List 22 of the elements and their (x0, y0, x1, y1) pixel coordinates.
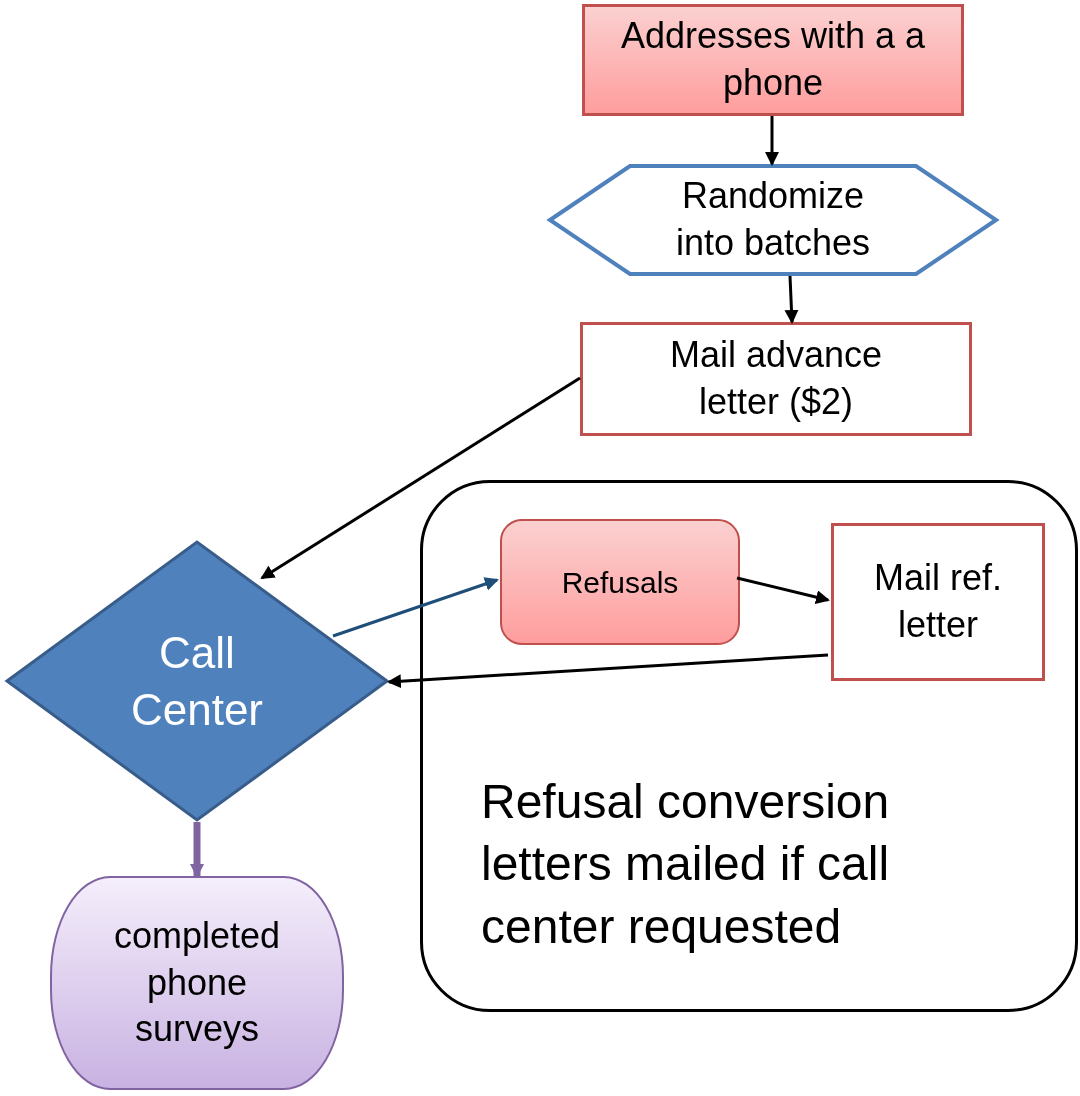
arrow (260, 376, 581, 580)
arrow (190, 822, 204, 878)
process-box (831, 523, 1045, 681)
node-label: Refusals (561, 564, 679, 601)
arrow (765, 116, 779, 166)
arrow (332, 577, 499, 638)
node-label: Randomize into batches (674, 174, 872, 265)
node-label: completed phone surveys (112, 913, 282, 1052)
process-box (582, 4, 964, 116)
node-label: Mail ref. letter (873, 556, 1003, 647)
note-text: Refusal conversion letters mailed if call center requested (481, 774, 891, 955)
arrow (784, 275, 799, 324)
decision-diamond (5, 540, 389, 822)
process-box (580, 322, 972, 436)
arrow (736, 576, 830, 604)
node-label: Addresses with a a phone (619, 14, 927, 105)
node-label: Mail advance letter ($2) (668, 333, 884, 424)
arrow (387, 653, 829, 689)
node-label: Call Center (129, 626, 265, 736)
process-box (500, 519, 740, 645)
process-hexagon (548, 164, 998, 276)
group-box (420, 480, 1078, 1012)
